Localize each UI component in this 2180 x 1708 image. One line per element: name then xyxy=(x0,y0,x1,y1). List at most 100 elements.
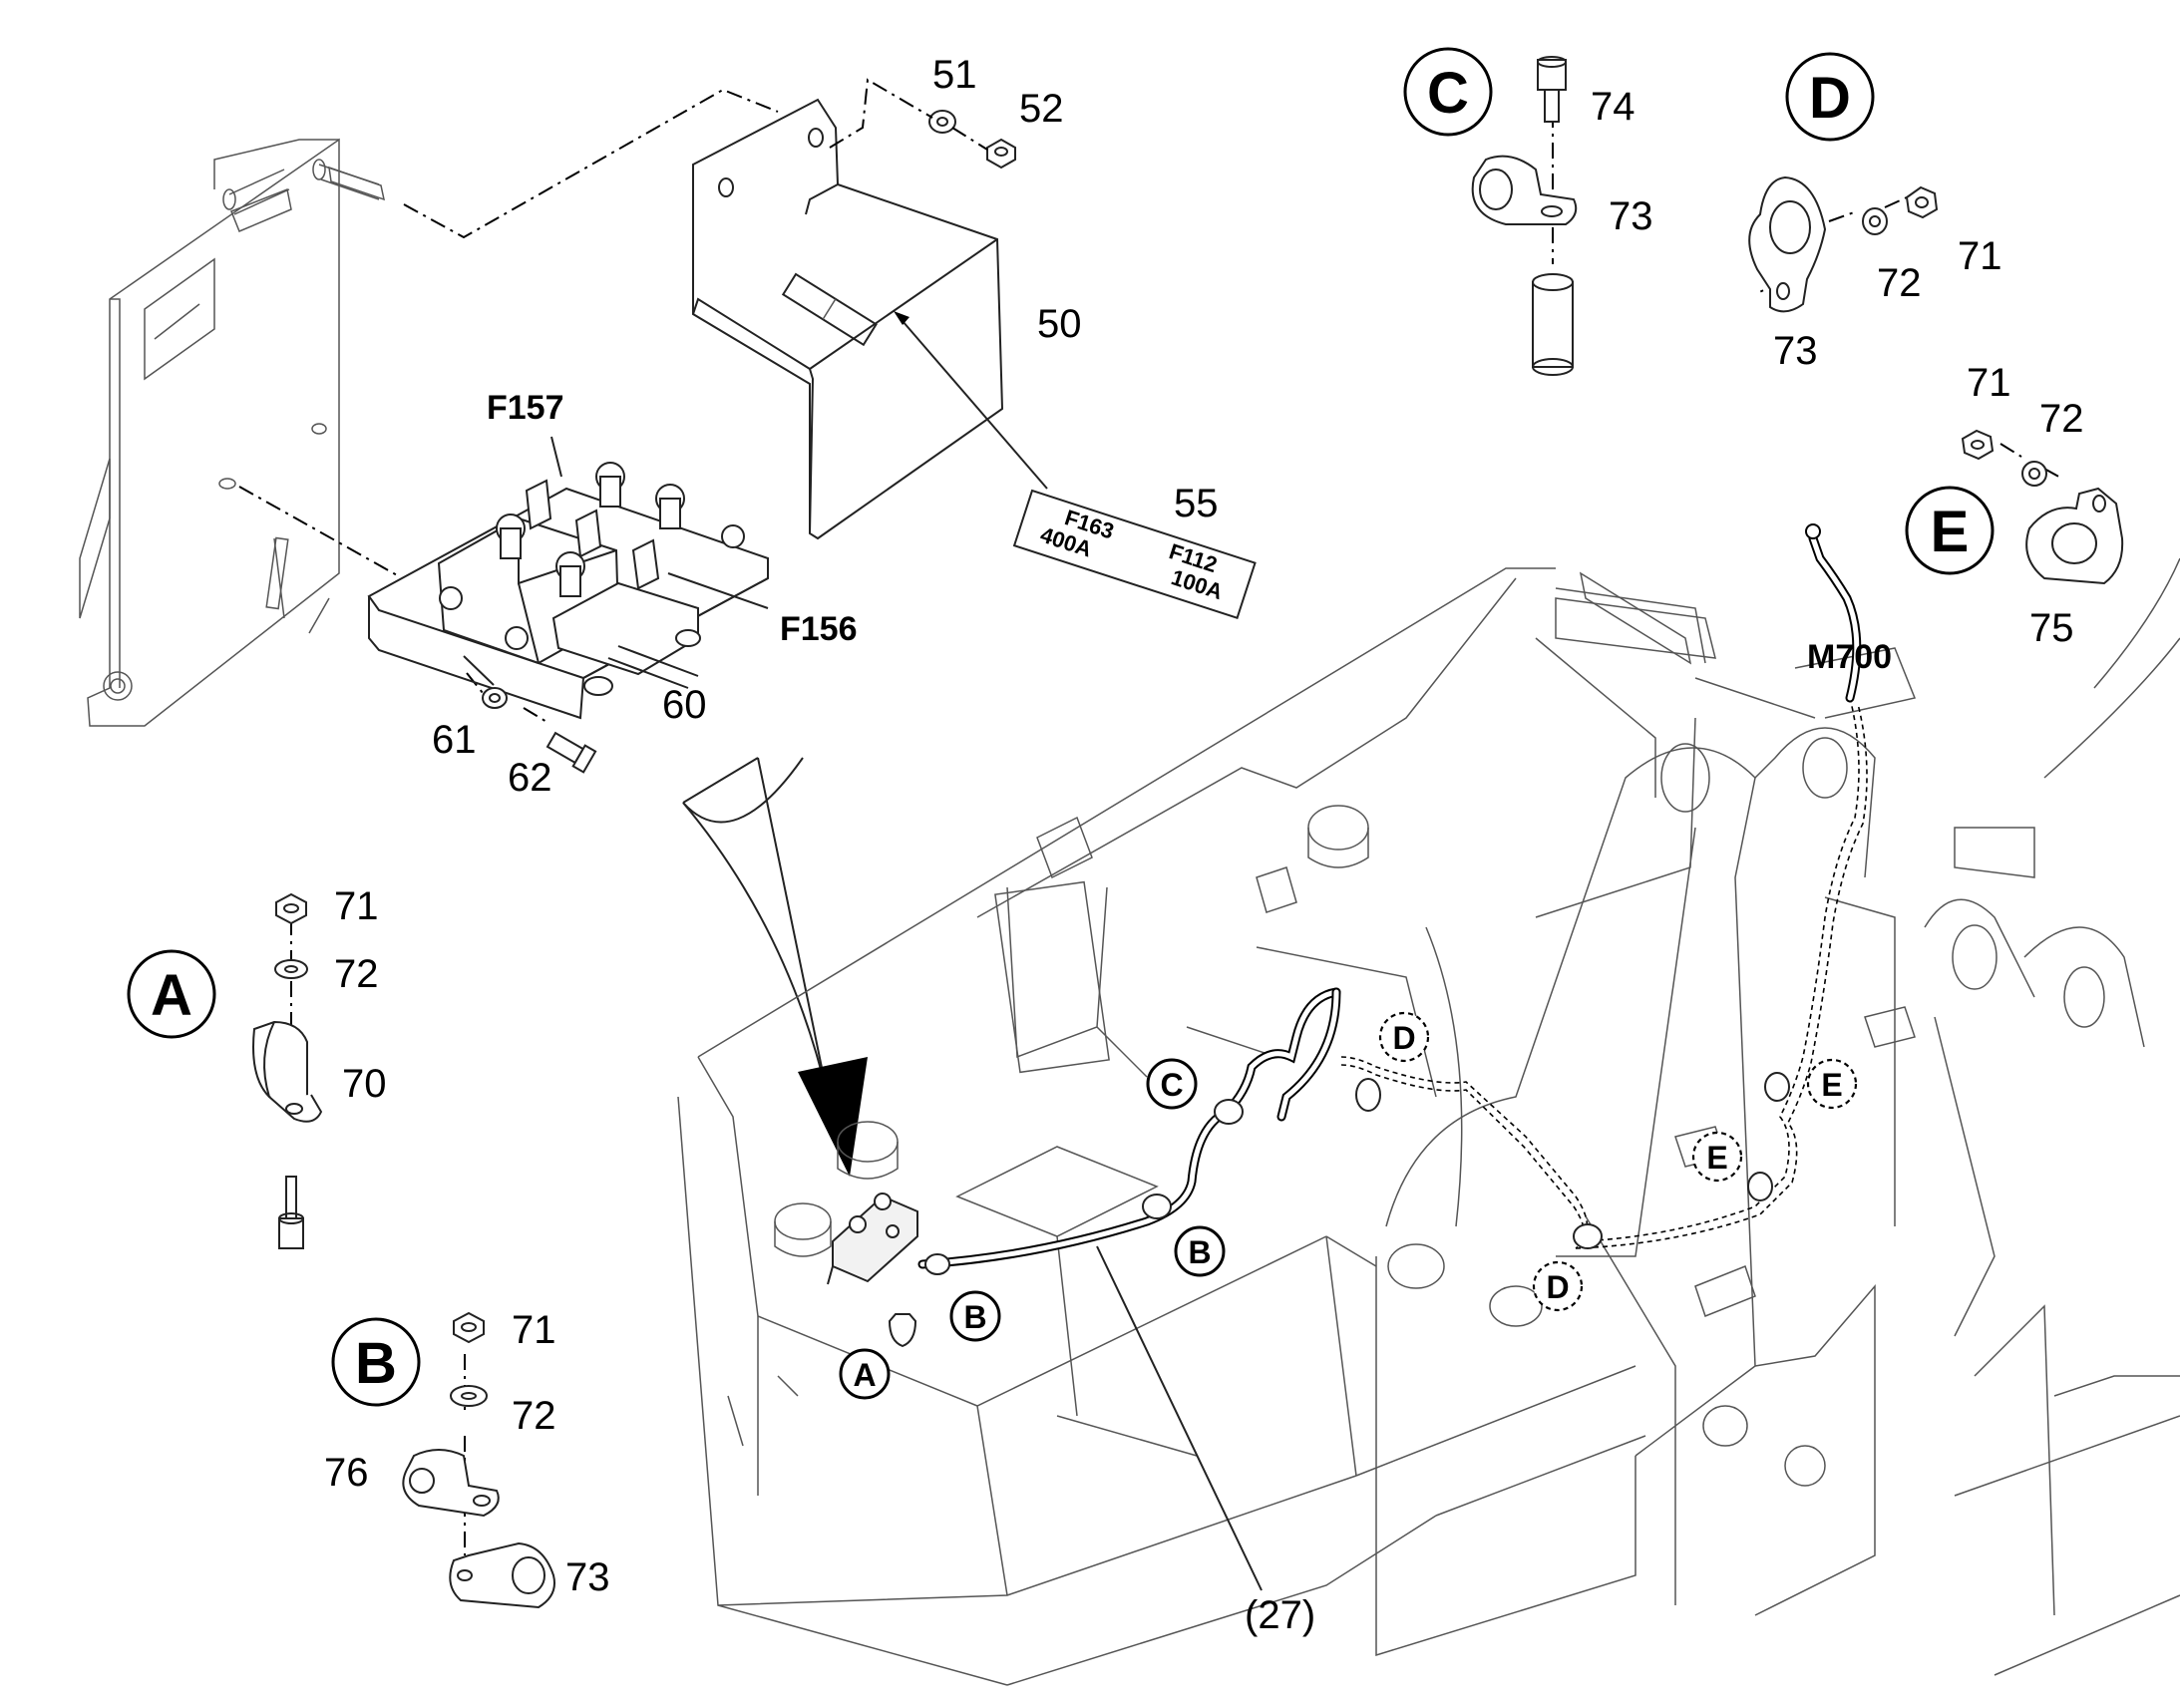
detail-bubble-c: C xyxy=(1403,47,1493,137)
clamp-b-1 xyxy=(924,1253,950,1275)
label-75: 75 xyxy=(2029,606,2074,650)
callout-d-1-letter: D xyxy=(1392,1020,1415,1056)
callout-d-2: D xyxy=(1532,1260,1584,1312)
fuse-box-assembly xyxy=(367,462,769,720)
nut-71-e xyxy=(1961,429,1995,461)
detail-bubble-c-letter: C xyxy=(1427,61,1469,126)
label-72-a: 72 xyxy=(334,952,379,996)
label-73-b: 73 xyxy=(565,1555,610,1599)
f156-leader xyxy=(667,572,769,609)
label-73-d: 73 xyxy=(1773,329,1818,373)
machine-frame xyxy=(677,557,2180,1686)
clamp-70 xyxy=(252,1020,323,1123)
label-73-c: 73 xyxy=(1609,194,1653,238)
label-leader-arrow xyxy=(894,311,1048,490)
washer-72-a xyxy=(274,959,308,979)
callout-c: C xyxy=(1146,1058,1198,1110)
clamp-75 xyxy=(2025,487,2124,585)
label-71-d: 71 xyxy=(1958,234,2002,278)
label-71-a: 71 xyxy=(334,884,379,928)
detail-e xyxy=(1961,429,2124,585)
detail-d xyxy=(1748,175,1939,313)
nut-71-d xyxy=(1905,185,1939,219)
clamp-d-2 xyxy=(1573,1223,1603,1249)
clamp-73-b xyxy=(449,1541,555,1609)
screw-74 xyxy=(1537,56,1567,123)
clamp-e-1 xyxy=(1747,1172,1773,1201)
label-72-d: 72 xyxy=(1877,261,1922,305)
washer-72-b xyxy=(450,1385,488,1407)
callout-d-2-letter: D xyxy=(1546,1269,1569,1305)
clamp-d-1 xyxy=(1355,1078,1381,1112)
detail-bubble-a: A xyxy=(127,949,216,1039)
clamp-76 xyxy=(402,1449,500,1518)
washer-72-e xyxy=(2021,461,2047,487)
callout-b-2-letter: B xyxy=(1188,1234,1211,1270)
label-51: 51 xyxy=(932,53,977,97)
mounting-bracket xyxy=(79,138,386,727)
detail-bubble-b-letter: B xyxy=(355,1331,397,1396)
assembly-lines xyxy=(238,78,2063,1555)
detail-bubble-e-letter: E xyxy=(1931,500,1970,564)
washer-51 xyxy=(928,110,956,134)
callout-c-letter: C xyxy=(1160,1067,1183,1103)
label-50: 50 xyxy=(1037,302,1082,346)
harness-27-leader xyxy=(1096,1245,1263,1591)
label-61: 61 xyxy=(432,718,477,762)
wire-harness-27 xyxy=(827,523,1868,1348)
label-74: 74 xyxy=(1591,85,1635,129)
washer-61 xyxy=(482,687,508,709)
callout-d-1: D xyxy=(1378,1011,1430,1063)
clamp-c xyxy=(1214,1099,1244,1125)
callout-b-1-letter: B xyxy=(963,1299,986,1335)
label-71-e: 71 xyxy=(1967,361,2011,405)
callout-e-1-letter: E xyxy=(1706,1140,1727,1176)
detail-bubble-e: E xyxy=(1905,486,1995,575)
callout-b-2: B xyxy=(1174,1225,1226,1277)
part-61-leader xyxy=(463,655,495,686)
detail-a xyxy=(252,892,323,1249)
clamp-73-c xyxy=(1471,155,1578,225)
callout-b-1: B xyxy=(949,1290,1001,1342)
label-72-e: 72 xyxy=(2039,397,2084,441)
label-m700: M700 xyxy=(1807,638,1892,676)
screw-70-a xyxy=(278,1176,304,1249)
label-62: 62 xyxy=(508,756,552,800)
washer-72-d xyxy=(1862,207,1888,235)
stud-terminals xyxy=(439,462,745,650)
fuse-label-plate: F163 400A F112 100A xyxy=(1012,489,1257,620)
location-pointer xyxy=(682,757,868,1177)
detail-bubble-a-letter: A xyxy=(151,963,192,1028)
spacer-c xyxy=(1532,273,1574,376)
label-f156: F156 xyxy=(780,610,858,648)
fuse-cover xyxy=(692,98,1004,540)
f157-leader xyxy=(550,436,562,478)
detail-bubble-b: B xyxy=(331,1317,421,1407)
label-27: (27) xyxy=(1245,1593,1315,1637)
label-71-b: 71 xyxy=(512,1308,556,1352)
label-52: 52 xyxy=(1019,87,1064,131)
nut-52 xyxy=(986,138,1016,170)
clamp-e-2 xyxy=(1764,1072,1790,1102)
callout-a-letter: A xyxy=(853,1357,876,1393)
detail-b xyxy=(402,1311,555,1609)
screw-62 xyxy=(545,731,597,774)
clamp-73-d xyxy=(1748,175,1827,313)
label-72-b: 72 xyxy=(512,1394,556,1438)
label-55: 55 xyxy=(1174,482,1219,525)
nut-71-b xyxy=(453,1311,485,1344)
clamp-b-2 xyxy=(1142,1194,1172,1219)
callout-a: A xyxy=(839,1348,891,1400)
callout-e-2: E xyxy=(1806,1058,1858,1110)
installed-fuse-box xyxy=(827,1193,918,1285)
callout-e-2-letter: E xyxy=(1821,1067,1842,1103)
callout-e-1: E xyxy=(1691,1131,1743,1183)
label-70: 70 xyxy=(342,1062,387,1106)
clamp-a-installed xyxy=(888,1313,917,1348)
label-f157: F157 xyxy=(487,389,564,427)
detail-bubble-d-letter: D xyxy=(1809,66,1851,131)
nut-71-a xyxy=(275,892,307,925)
label-76: 76 xyxy=(324,1451,369,1495)
label-60: 60 xyxy=(662,683,707,727)
